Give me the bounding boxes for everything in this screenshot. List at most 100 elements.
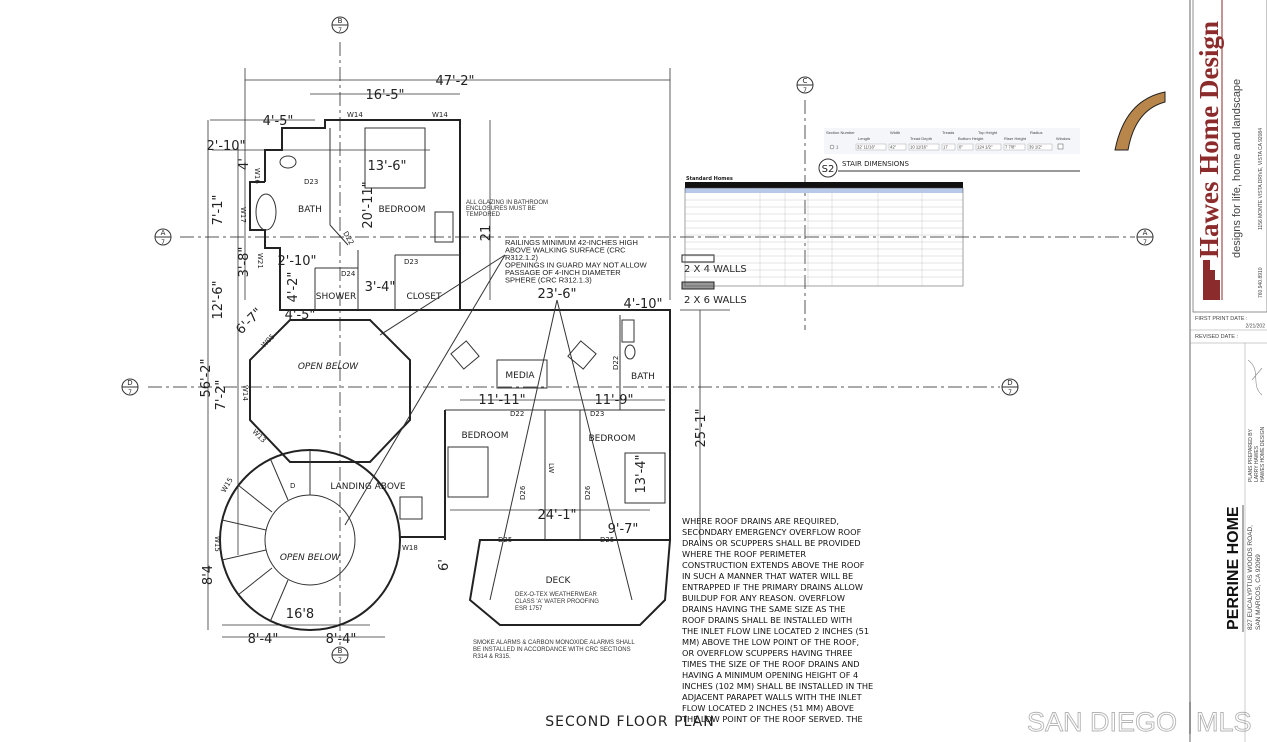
dim: 25'-1"	[694, 408, 709, 447]
deck-outline	[468, 539, 672, 626]
svg-text:C[interactable]: C	[803, 77, 808, 85]
svg-text:D22: D22	[612, 356, 620, 370]
svg-text:ROOF DRAINS SHALL BE INSTALLED: ROOF DRAINS SHALL BE INSTALLED WITH	[682, 615, 852, 625]
svg-text:D25: D25	[600, 536, 614, 544]
svg-text:760.940.8910: 760.940.8910	[1258, 267, 1264, 298]
svg-text:BE INSTALLED IN ACCORDANCE WIT: BE INSTALLED IN ACCORDANCE WITH CRC SECT…	[473, 647, 631, 653]
svg-text:OPENINGS IN GUARD MAY NOT ALLO: OPENINGS IN GUARD MAY NOT ALLOW	[505, 261, 648, 270]
walls	[219, 119, 672, 631]
svg-text:OR OVERFLOW SCUPPERS HAVING TH: OR OVERFLOW SCUPPERS HAVING THREE	[682, 648, 853, 658]
room-label-landing: LANDING ABOVE	[330, 482, 406, 492]
svg-text:PLANS PREPARED BY: PLANS PREPARED BY	[1248, 428, 1254, 482]
svg-text:7[interactable]: 7	[128, 389, 132, 396]
dim: 12'-6"	[211, 280, 226, 319]
room-label-bath: BATH	[298, 205, 322, 215]
svg-text:42": 42"	[890, 145, 897, 150]
room-label-open-below: OPEN BELOW	[280, 553, 341, 563]
room-label-deck: DECK	[546, 576, 572, 586]
svg-text:D23: D23	[590, 410, 604, 418]
svg-text:D[interactable]: D	[127, 379, 132, 387]
room-label-bedroom: BEDROOM	[462, 431, 509, 441]
svg-text:D[interactable]: D	[1007, 379, 1012, 387]
svg-text:Section Number: Section Number	[826, 130, 855, 135]
legend-swatch-2x4	[681, 254, 715, 263]
dim: 4'	[237, 158, 252, 170]
title-block: Hawes Home Design designs for life, home…	[1189, 0, 1267, 742]
dim: 3'-4"	[365, 280, 396, 295]
room-label-open-below: OPEN BELOW	[298, 362, 359, 372]
chair-icon	[567, 340, 597, 370]
note-roof-drains: WHERE ROOF DRAINS ARE REQUIRED, SECONDAR…	[681, 516, 873, 724]
svg-text:7[interactable]: 7	[338, 27, 342, 34]
svg-text:A[interactable]: A	[161, 229, 166, 237]
svg-text:W17: W17	[239, 207, 247, 223]
svg-text:7[interactable]: 7	[1143, 239, 1147, 246]
svg-text:LARRY HAWES: LARRY HAWES	[1254, 445, 1260, 482]
standard-homes-table: Standard Homes	[684, 176, 964, 287]
svg-text:BUILDUP FOR ANY REASON. OVERFL: BUILDUP FOR ANY REASON. OVERFLOW	[682, 593, 845, 603]
svg-text:7[interactable]: 7	[161, 239, 165, 246]
svg-text:HAWES HOME DESIGN: HAWES HOME DESIGN	[1260, 427, 1266, 482]
section-marker-b-top[interactable]: B7	[331, 16, 349, 34]
svg-text:7[interactable]: 7	[803, 87, 807, 94]
note-deck: DEX-O-TEX WEATHERWEAR CLASS 'A' WATER PR…	[515, 592, 599, 612]
svg-text:D25: D25	[498, 536, 512, 544]
svg-text:SECONDARY EMERGENCY OVERFLOW R: SECONDARY EMERGENCY OVERFLOW ROOF	[682, 527, 862, 537]
svg-text:PASSAGE OF 4-INCH DIAMETER: PASSAGE OF 4-INCH DIAMETER	[505, 268, 621, 277]
svg-text:ADJACENT PARAPET WALLS WITH TH: ADJACENT PARAPET WALLS WITH THE INLET	[682, 692, 863, 702]
svg-text:B[interactable]: B	[338, 647, 343, 655]
chair-icon	[450, 340, 480, 370]
section-marker-d-left[interactable]: D7	[121, 378, 139, 396]
bathtub-icon	[621, 319, 635, 343]
svg-text:0": 0"	[959, 145, 963, 150]
signature-icon	[1247, 359, 1263, 396]
section-marker-b-bottom[interactable]: B7	[331, 646, 349, 664]
svg-text:Riser Height: Riser Height	[1004, 136, 1027, 141]
dim: 7'-2"	[214, 380, 229, 411]
mls-watermark: SAN DIEGO MLS	[1027, 702, 1252, 737]
project-name: PERRINE HOME	[1225, 506, 1242, 630]
room-label-closet: CLOSET	[407, 292, 442, 302]
dim-overall-width: 47'-2"	[435, 74, 474, 89]
svg-text:7 7/8": 7 7/8"	[1005, 145, 1016, 150]
open-below-octagon	[249, 319, 411, 463]
dim: 2'-10"	[277, 254, 316, 269]
svg-text:2 X 4 WALLS: 2 X 4 WALLS	[684, 264, 747, 275]
room-label-bedroom: BEDROOM	[379, 205, 426, 215]
svg-text:W15: W15	[213, 536, 221, 552]
svg-text:W15: W15	[220, 476, 235, 494]
svg-text:DRAINS HAVING THE SAME SIZE AS: DRAINS HAVING THE SAME SIZE AS THE	[682, 604, 845, 614]
section-marker-c-top[interactable]: C7	[796, 76, 814, 94]
section-marker-d-right[interactable]: D7	[1001, 378, 1019, 396]
svg-text:7[interactable]: 7	[1008, 389, 1012, 396]
svg-text:1156 MONTE VISTA DRIVE, VISTA: 1156 MONTE VISTA DRIVE, VISTA CA 92084	[1258, 128, 1264, 230]
svg-text:TIMES THE SIZE OF THE ROOF DRA: TIMES THE SIZE OF THE ROOF DRAINS AND	[681, 659, 860, 669]
svg-text:D22: D22	[510, 410, 524, 418]
svg-text:S2: S2	[822, 164, 835, 175]
svg-text:WHERE ROOF DRAINS ARE REQUIRED: WHERE ROOF DRAINS ARE REQUIRED,	[682, 516, 839, 526]
dim: 7'-1"	[211, 195, 226, 226]
dim: 4'-2"	[286, 272, 301, 303]
svg-text:FIRST PRINT DATE :: FIRST PRINT DATE :	[1195, 316, 1248, 322]
svg-text:W14: W14	[432, 111, 448, 119]
section-marker-a-left[interactable]: A7	[154, 228, 172, 246]
svg-text:HAVING A MINIMUM OPENING HEIGH: HAVING A MINIMUM OPENING HEIGHT OF 4	[682, 670, 858, 680]
svg-text:B[interactable]: B	[338, 17, 343, 25]
svg-text:W14: W14	[241, 385, 249, 401]
stair-dimensions-panel: Section Number Length Width Tread Depth …	[818, 128, 1080, 178]
bed-icon	[447, 446, 489, 498]
svg-text:D23: D23	[304, 178, 318, 186]
svg-text:CLASS 'A' WATER PROOFING: CLASS 'A' WATER PROOFING	[515, 599, 599, 605]
section-marker-a-right[interactable]: A7	[1136, 228, 1154, 246]
dim: 13'-4"	[634, 454, 649, 493]
drawing-title: SECOND FLOOR PLAN	[545, 714, 714, 730]
dim: 8'-4"	[248, 632, 279, 647]
svg-text:A[interactable]: A	[1143, 229, 1148, 237]
stair-3d-thumbnail	[1114, 91, 1166, 151]
legend-swatch-2x6	[681, 281, 715, 290]
svg-text:7[interactable]: 7	[338, 657, 342, 664]
svg-text:Treads: Treads	[942, 130, 954, 135]
svg-text:D22: D22	[341, 230, 355, 246]
svg-text:TEMPORED: TEMPORED	[466, 212, 501, 218]
svg-text:DEX-O-TEX WEATHERWEAR: DEX-O-TEX WEATHERWEAR	[515, 592, 597, 598]
